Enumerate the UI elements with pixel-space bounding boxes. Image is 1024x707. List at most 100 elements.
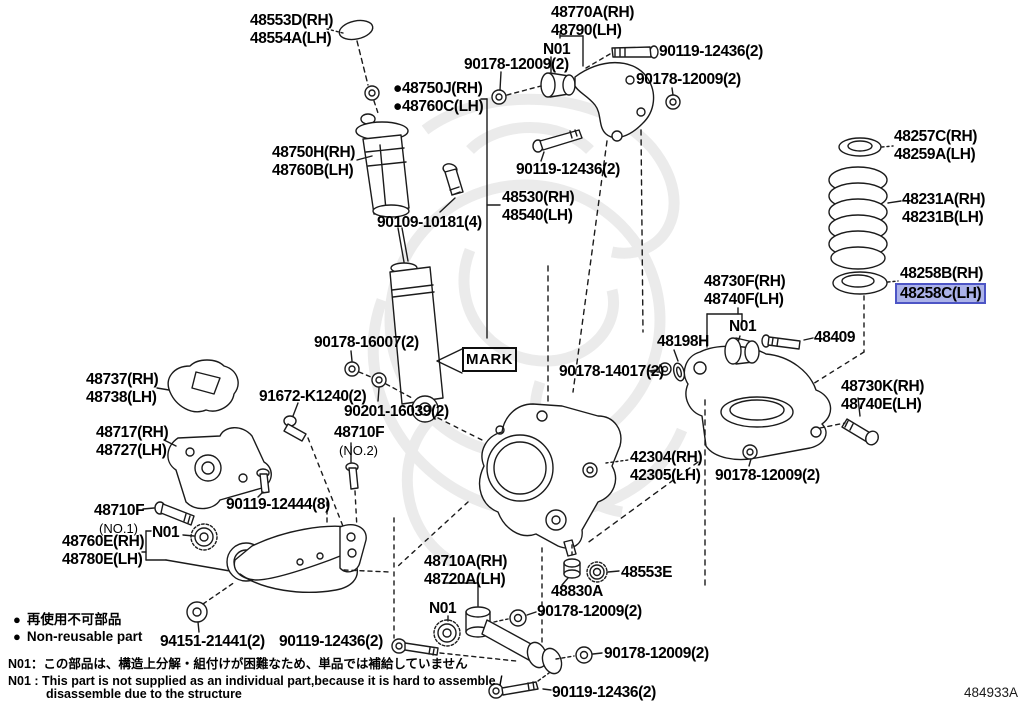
part-number-line[interactable]: 48710A(RH) xyxy=(424,553,508,570)
label-91672-k1240[interactable]: 91672-K1240(2) xyxy=(259,388,367,406)
part-number-line[interactable]: 48710F xyxy=(334,424,385,441)
label-90178-12009-bottom-right[interactable]: 90178-12009(2) xyxy=(604,645,709,663)
part-number-line[interactable]: 90178-12009(2) xyxy=(636,71,741,88)
part-number-line[interactable]: 48231B(LH) xyxy=(902,208,984,226)
part-number-line[interactable]: 90178-14017(2) xyxy=(559,363,664,380)
part-number-line[interactable]: 48553E xyxy=(621,564,673,581)
part-number-line[interactable]: 48738(LH) xyxy=(86,388,157,406)
label-90178-16007[interactable]: 90178-16007(2) xyxy=(314,334,419,352)
label-48231a-48231b[interactable]: 48231A(RH)48231B(LH) xyxy=(902,191,985,226)
label-90178-12009-top-left[interactable]: 90178-12009(2) xyxy=(464,56,569,74)
part-number-line[interactable]: 90178-12009(2) xyxy=(537,603,642,620)
part-number-line[interactable]: 48770A(RH) xyxy=(551,4,635,21)
part-number-line[interactable]: 48750H(RH) xyxy=(272,144,356,161)
part-number-line[interactable]: 48790(LH) xyxy=(551,21,622,39)
label-90201-16039[interactable]: 90201-16039(2) xyxy=(344,403,449,421)
part-number-line[interactable]: 48730K(RH) xyxy=(841,378,925,395)
coil-spring-drawing xyxy=(799,137,902,393)
label-48770a-48790[interactable]: 48770A(RH)48790(LH) xyxy=(551,4,634,39)
part-number-line[interactable]: 42305(LH) xyxy=(630,466,701,484)
part-number-line[interactable]: 48740F(LH) xyxy=(704,290,784,308)
label-90178-12009-top-right[interactable]: 90178-12009(2) xyxy=(636,71,741,89)
label-42304-42305[interactable]: 42304(RH)42305(LH) xyxy=(630,449,703,484)
part-number-line[interactable]: 48720A(LH) xyxy=(424,570,506,588)
shock-hardware-drawing xyxy=(344,265,661,442)
part-number-line[interactable]: 48257C(RH) xyxy=(894,128,978,145)
label-48258b-48258c[interactable]: 48258B(RH)48258C(LH) xyxy=(895,265,987,304)
part-number-line[interactable]: 94151-21441(2) xyxy=(160,633,265,650)
part-number-line[interactable]: 48259A(LH) xyxy=(894,145,976,163)
label-48730f-48740f[interactable]: 48730F(RH)48740F(LH) xyxy=(704,273,786,308)
part-number-line[interactable]: 42304(RH) xyxy=(630,449,703,466)
filled-circle-icon: ● xyxy=(13,629,21,644)
part-number-line[interactable]: 90119-12436(2) xyxy=(552,684,656,701)
label-48737-48738[interactable]: 48737(RH)48738(LH) xyxy=(86,371,159,406)
part-number-line[interactable]: (NO.2) xyxy=(339,442,378,458)
part-number-line[interactable]: ●48760C(LH) xyxy=(393,97,484,115)
part-number-line[interactable]: ●48750J(RH) xyxy=(393,80,483,97)
part-number-line[interactable]: 90178-12009(2) xyxy=(715,467,820,484)
label-48198h[interactable]: 48198H xyxy=(657,333,709,351)
part-number-line[interactable]: 48760E(RH) xyxy=(62,533,145,550)
upper-arm-drawing xyxy=(491,33,681,393)
legend-non-reusable-jp: ●再使用不可部品 xyxy=(13,612,122,627)
label-48553d-48554a[interactable]: 48553D(RH)48554A(LH) xyxy=(250,12,333,47)
part-number-line[interactable]: 90178-12009(2) xyxy=(464,56,569,73)
part-number-line[interactable]: 48258B(RH) xyxy=(900,265,984,282)
highlighted-part-number[interactable]: 48258C(LH) xyxy=(895,282,987,304)
part-number-line[interactable]: (NO.1) xyxy=(99,520,138,536)
part-number-line[interactable]: 48730F(RH) xyxy=(704,273,786,290)
part-number-line[interactable]: 48717(RH) xyxy=(96,424,169,441)
part-number-line[interactable]: 48710F xyxy=(94,502,145,519)
label-90119-12436-mid[interactable]: 90119-12436(2) xyxy=(516,161,620,179)
part-number-line[interactable]: 90119-12436(2) xyxy=(659,43,763,60)
label-90119-12444[interactable]: 90119-12444(8) xyxy=(226,496,330,514)
part-number-line[interactable]: 48740E(LH) xyxy=(841,395,922,413)
part-number-line[interactable]: 48780E(LH) xyxy=(62,550,143,568)
part-number-line[interactable]: 91672-K1240(2) xyxy=(259,388,367,405)
part-number-line[interactable]: 48409 xyxy=(814,329,856,346)
label-48710a-48720a[interactable]: 48710A(RH)48720A(LH) xyxy=(424,553,507,588)
label-48409[interactable]: 48409 xyxy=(814,329,856,347)
label-90119-12436-bottom-left[interactable]: 90119-12436(2) xyxy=(279,633,383,651)
label-48830a[interactable]: 48830A xyxy=(551,583,603,601)
part-number-line[interactable]: 48198H xyxy=(657,333,709,350)
part-number-line[interactable]: 48760B(LH) xyxy=(272,161,354,179)
part-number-line[interactable]: 90119-12444(8) xyxy=(226,496,330,513)
label-90119-12436-bottom-right[interactable]: 90119-12436(2) xyxy=(552,684,656,702)
label-48530-48540[interactable]: 48530(RH)48540(LH) xyxy=(502,189,575,224)
label-48710f-no1[interactable]: 48710F(NO.1) xyxy=(94,502,145,537)
label-48730k-48740e[interactable]: 48730K(RH)48740E(LH) xyxy=(841,378,924,413)
label-90178-12009-bottom-mid[interactable]: 90178-12009(2) xyxy=(537,603,642,621)
part-number-line: N01 xyxy=(429,600,457,617)
label-94151-21441[interactable]: 94151-21441(2) xyxy=(160,633,265,651)
label-90109-10181[interactable]: 90109-10181(4) xyxy=(377,214,482,232)
part-number-line[interactable]: 48530(RH) xyxy=(502,189,575,206)
part-number-line[interactable]: 90119-12436(2) xyxy=(516,161,620,178)
filled-circle-icon: ● xyxy=(13,612,21,627)
label-48750h-48760b[interactable]: 48750H(RH)48760B(LH) xyxy=(272,144,355,179)
part-number-line[interactable]: 90178-12009(2) xyxy=(604,645,709,662)
part-number-line[interactable]: 90178-16007(2) xyxy=(314,334,419,351)
label-90178-12009-right[interactable]: 90178-12009(2) xyxy=(715,467,820,485)
label-48717-48727[interactable]: 48717(RH)48727(LH) xyxy=(96,424,169,459)
label-90119-12436-top[interactable]: 90119-12436(2) xyxy=(659,43,763,61)
part-number-line[interactable]: 48231A(RH) xyxy=(902,191,986,208)
part-number-line[interactable]: 48727(LH) xyxy=(96,441,167,459)
part-number-line[interactable]: 90109-10181(4) xyxy=(377,214,482,231)
label-48760e-48780e[interactable]: 48760E(RH)48780E(LH) xyxy=(62,533,145,568)
label-48257c-48259a[interactable]: 48257C(RH)48259A(LH) xyxy=(894,128,977,163)
label-48750j-48760c[interactable]: ●48750J(RH)●48760C(LH) xyxy=(393,80,484,115)
label-48553e[interactable]: 48553E xyxy=(621,564,672,582)
label-48710f-no2[interactable]: 48710F(NO.2) xyxy=(334,424,385,459)
part-number-line[interactable]: 90201-16039(2) xyxy=(344,403,449,420)
label-90178-14017[interactable]: 90178-14017(2) xyxy=(559,363,664,381)
part-number-line[interactable]: 90119-12436(2) xyxy=(279,633,383,650)
part-number-line[interactable]: 48540(LH) xyxy=(502,206,573,224)
part-number-line[interactable]: 48554A(LH) xyxy=(250,29,332,47)
part-number-line[interactable]: 48553D(RH) xyxy=(250,12,334,29)
part-number-line: N01 xyxy=(543,41,571,58)
footnote-n01-en-line1: N01 : This part is not supplied as an in… xyxy=(8,674,503,688)
part-number-line[interactable]: 48830A xyxy=(551,583,603,600)
part-number-line[interactable]: 48737(RH) xyxy=(86,371,159,388)
